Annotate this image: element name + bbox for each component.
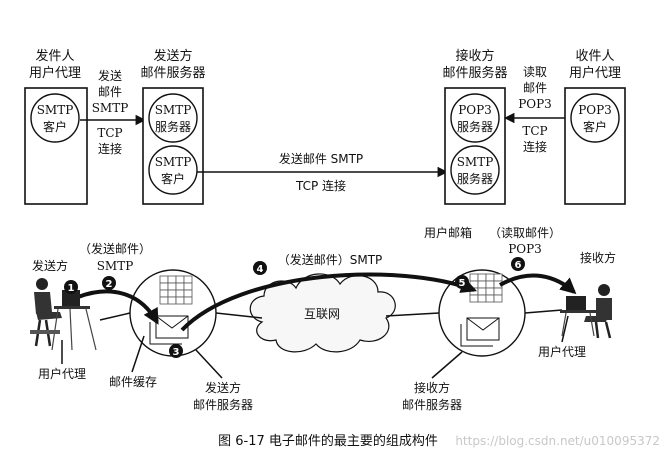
step4-label: （发送邮件）SMTP [278,252,383,267]
sender-ua-circle-line1: SMTP [37,103,74,117]
sender-ua-title-2: 用户代理 [29,65,81,81]
sender-server-mailbox-grid [159,275,193,305]
link1-above-3: SMTP [92,101,129,115]
link3-above-1: 读取 [523,65,547,79]
step-badge-4: 4 [253,261,267,275]
sender-ua-title-1: 发件人 [35,48,74,64]
receiver-ua-circle [570,93,620,143]
mid-link-line-right [385,312,440,317]
receiver-server-title-1: 接收方 [455,48,494,64]
sender-ua-circle-line2: 客户 [43,119,67,134]
figure-caption: 图 6-17 电子邮件的最主要的组成构件 [218,433,438,449]
mid-link-line-left [215,312,263,319]
receiver-server-c1-line1: POP3 [458,103,492,117]
step2-label-1: （发送邮件） [79,241,151,256]
mail-buffer-label: 邮件缓存 [109,375,157,389]
link3-above-3: POP3 [518,97,552,111]
flow-arrow-4 [180,272,477,332]
step2-label-2: SMTP [97,259,134,273]
sender-server-circle1 [148,93,198,143]
step6-label-1: （读取邮件） [489,226,561,240]
receiver-ua-title-2: 用户代理 [569,65,621,81]
sender-server-circle2 [148,145,198,195]
receiver-server-circle2 [450,145,500,195]
sender-server-title-2: 邮件服务器 [140,65,205,81]
step6-label-2: POP3 [508,242,542,256]
middle-below: TCP 连接 [295,178,346,193]
watermark: https://blog.csdn.net/u010095372 [455,434,660,448]
svg-text:2: 2 [106,279,113,290]
receiver-server-title-2: 邮件服务器 [442,65,507,81]
sender-server-pointer [195,349,223,379]
receiver-server-c2-line1: SMTP [457,155,494,169]
receiver-server-pointer [431,351,463,379]
flow-arrow-6 [499,273,577,295]
receiver-ua-circle-line2: 客户 [583,119,607,134]
sender-label: 发送方 [32,258,68,273]
left-link-line [99,312,131,321]
receiver-server-label-1: 接收方 [414,380,450,395]
sender-server-title-1: 发送方 [153,48,192,64]
receiver-ua-title-1: 收件人 [575,49,614,64]
link1-above-1: 发送 [98,68,122,83]
right-link-line [524,309,563,314]
receiver-server-mailbox-grid [469,273,503,303]
svg-text:1: 1 [68,283,75,294]
receiver-label: 接收方 [580,250,616,265]
receiver-server-label-2: 邮件服务器 [402,397,462,412]
link1-below-1: TCP [97,126,122,140]
receiver-server-c2-line2: 服务器 [457,171,493,186]
svg-text:4: 4 [257,264,264,275]
receiver-server-c1-line2: 服务器 [457,119,493,134]
sender-ua-circle [30,93,80,143]
receiver-server-circle1 [450,93,500,143]
sender-person-icon [30,278,97,351]
sender-server-c1-line2: 服务器 [155,119,191,134]
svg-text:3: 3 [173,347,180,358]
receiver-person-icon [560,284,612,339]
internet-label: 互联网 [304,307,340,321]
link3-below-2: 连接 [523,139,547,154]
user-agent-right-label: 用户代理 [538,344,586,359]
receiver-ua-circle-line1: POP3 [578,103,612,117]
link3-above-2: 邮件 [523,81,547,95]
step-badge-6: 6 [511,257,525,271]
svg-text:6: 6 [515,260,522,271]
sender-server-c2-line2: 客户 [161,171,185,186]
step-badge-5: 5 [455,275,469,289]
receiver-server-envelope-icon [460,317,500,347]
link1-below-2: 连接 [98,141,122,156]
sender-server-label-2: 邮件服务器 [193,397,253,412]
mail-buffer-pointer [131,335,145,373]
user-agent-left-label: 用户代理 [38,366,86,381]
sender-server-c1-line1: SMTP [155,103,192,117]
sender-server-envelope-icon [149,315,189,345]
flow-arrow-2 [77,289,159,325]
step-badge-1: 1 [64,280,78,294]
svg-text:5: 5 [459,278,466,289]
step-badge-2: 2 [102,276,116,290]
step-badge-3: 3 [169,344,183,358]
middle-above: 发送邮件 SMTP [279,151,363,166]
internet-cloud [249,273,396,353]
link3-below-1: TCP [522,124,547,138]
link1-above-2: 邮件 [98,85,122,99]
receiver-ua-pointer [561,315,569,343]
sender-server-c2-line1: SMTP [155,155,192,169]
mailbox-label: 用户邮箱 [424,225,472,240]
sender-server-label-1: 发送方 [205,380,241,395]
